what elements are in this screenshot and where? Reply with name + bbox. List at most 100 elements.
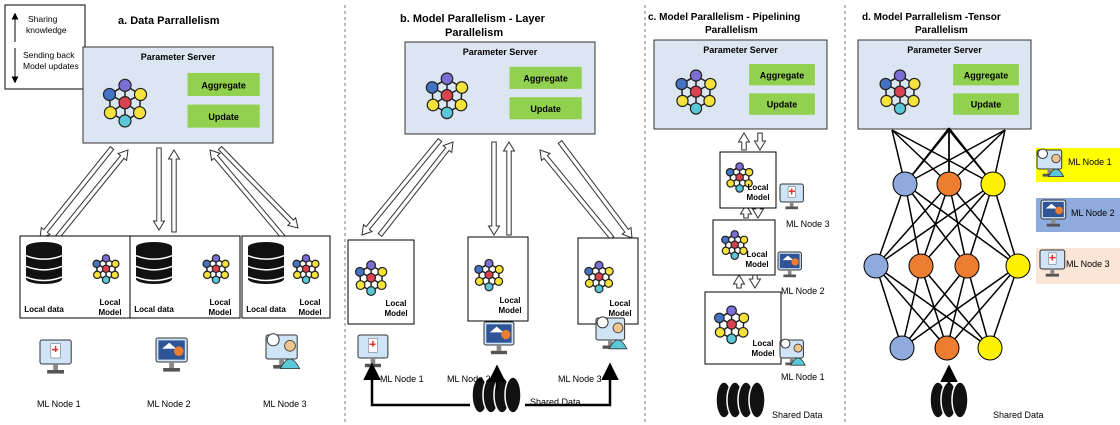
graph-node xyxy=(735,184,744,193)
local-data-label: Local data xyxy=(134,305,174,314)
coin-icon xyxy=(791,258,799,266)
tensor-edge xyxy=(875,183,906,267)
graph-node xyxy=(92,259,101,269)
graph-node xyxy=(893,102,907,115)
a-node3-person-icon xyxy=(265,333,301,369)
graph-node xyxy=(366,272,377,283)
legend-sending-text: Sending back Model updates xyxy=(23,50,79,71)
graph-node xyxy=(132,106,147,120)
db-bottom xyxy=(248,274,284,284)
graph-node xyxy=(726,333,737,345)
monitor-stand xyxy=(279,359,284,365)
graph-node xyxy=(738,312,750,324)
tensor-edge xyxy=(901,265,1019,349)
graph-node xyxy=(440,106,454,120)
legend-sharing-text: Sharing knowledge xyxy=(26,14,67,35)
arrow-shape xyxy=(539,149,615,241)
graph-node xyxy=(879,77,892,91)
local-model-label-l2: Model xyxy=(498,306,521,315)
monitor-stand xyxy=(787,270,792,275)
graph-node xyxy=(292,259,301,269)
b-arrow-up-3 xyxy=(539,149,615,241)
person-body-icon xyxy=(279,358,301,369)
tensor-edge xyxy=(992,183,1019,267)
d-legend-node1-person-icon xyxy=(1036,148,1065,177)
c-node1-person-icon xyxy=(779,338,806,366)
db-band xyxy=(135,265,173,271)
update-box xyxy=(187,104,260,128)
aggregate-label: Aggregate xyxy=(760,70,805,80)
tensor-edge xyxy=(948,183,968,267)
b-node1-label: ML Node 1 xyxy=(380,374,424,384)
graph-node xyxy=(584,266,594,276)
monitor-stand xyxy=(1047,169,1052,174)
tensor-edge xyxy=(966,265,991,349)
clock-icon xyxy=(780,338,791,349)
tensor-node xyxy=(954,253,980,279)
legend-sharing-l2: knowledge xyxy=(26,25,67,35)
update-label: Update xyxy=(208,112,239,122)
db-bottom xyxy=(26,274,62,284)
person-head-icon xyxy=(612,322,624,334)
b-arrow-down-2 xyxy=(487,141,501,236)
tensor-edge xyxy=(948,129,1006,185)
graph-node xyxy=(454,98,468,112)
server-title: Parameter Server xyxy=(907,45,982,55)
a-arrow-up-2 xyxy=(167,149,181,233)
graph-node xyxy=(726,305,737,317)
db-body xyxy=(136,247,172,279)
b-node3-person-icon xyxy=(595,316,628,350)
arrow-shape xyxy=(167,149,181,233)
bank-icon xyxy=(1045,203,1058,209)
graph-node xyxy=(377,266,388,277)
aggregate-label: Aggregate xyxy=(201,80,246,90)
db-band xyxy=(247,265,285,271)
labels: ML Node 1 ML Node 2 ML Node 3 ML Node 1 … xyxy=(37,157,1115,420)
b-arrow-up-2 xyxy=(502,141,516,236)
coin-icon xyxy=(174,346,184,357)
db-band xyxy=(25,276,63,282)
tensor-node xyxy=(934,335,960,361)
graph-node xyxy=(118,96,132,110)
arrow-shape xyxy=(487,141,501,236)
aggregate-box xyxy=(749,64,815,86)
person-body-icon xyxy=(608,339,628,350)
arrow-shape xyxy=(52,149,129,243)
panel-c-title: c. Model Parallelism - Pipelining Parall… xyxy=(648,12,803,36)
graph-node xyxy=(354,266,365,277)
graph-node xyxy=(440,72,454,86)
tensor-edge xyxy=(891,129,950,185)
c-arrow-down-1 xyxy=(753,132,767,151)
local-model-graph-icon xyxy=(92,254,120,285)
tensor-node xyxy=(977,335,1003,361)
graph-node xyxy=(440,88,454,102)
arrow-shape xyxy=(39,145,115,239)
local-model-graph-icon xyxy=(354,260,388,296)
update-box xyxy=(509,97,582,120)
tensor-edge xyxy=(920,265,991,349)
graph-node xyxy=(202,270,212,280)
graph-node xyxy=(301,254,311,263)
graph-node xyxy=(211,275,221,285)
monitor-base xyxy=(785,206,798,210)
tensor-edge xyxy=(875,265,903,349)
legend-sending-l1: Sending back xyxy=(23,50,75,60)
tensor-edge xyxy=(901,265,968,349)
arrow-shape xyxy=(748,274,762,289)
graph-node xyxy=(594,260,604,270)
graph-node xyxy=(101,254,111,263)
graph-node xyxy=(494,276,504,286)
local-model-graph-icon xyxy=(292,254,320,285)
local-model-label-l2: Model xyxy=(384,309,407,318)
tensor-edge xyxy=(875,265,991,349)
graph-node xyxy=(426,98,440,112)
graph-node xyxy=(730,251,739,260)
medical-cross-icon xyxy=(52,346,58,352)
database-icon xyxy=(135,242,173,284)
local-model-label-l1: Local xyxy=(100,298,121,307)
graph-node xyxy=(604,266,614,276)
graph-node xyxy=(102,87,117,102)
